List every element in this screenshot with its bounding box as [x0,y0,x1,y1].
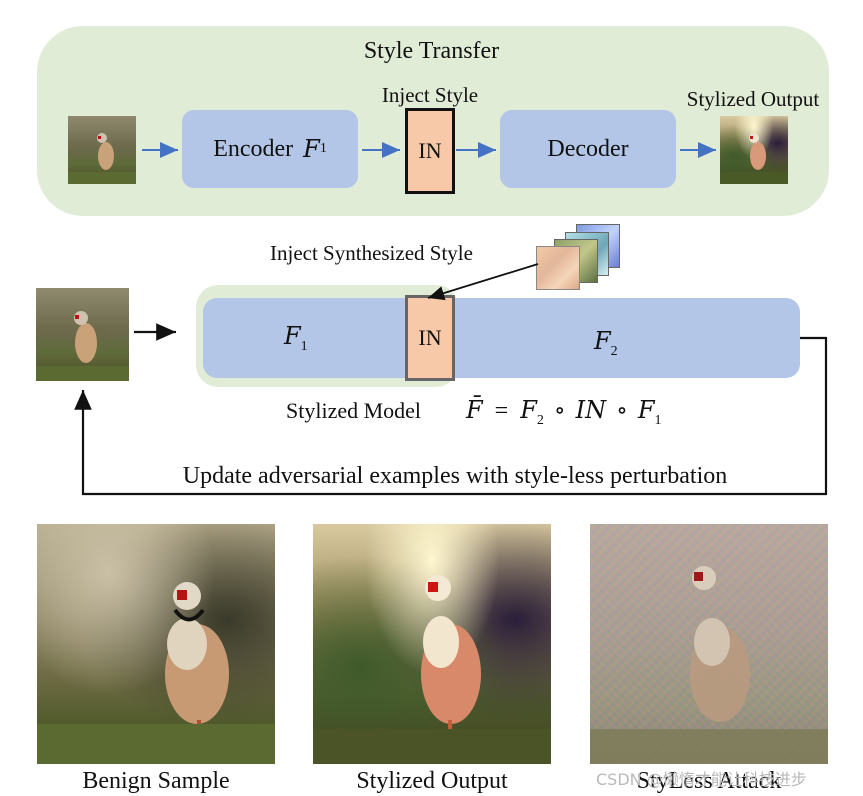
f1-label: F1 [284,322,308,354]
styless-attack-image [590,524,828,764]
bird-benign [37,582,275,764]
encoder-subscript: 1 [319,141,327,156]
formula-f1: F [637,396,655,424]
f2-label: F2 [594,327,618,359]
stylized-output-caption: Stylized Output [356,768,508,794]
in-label: IN [418,138,442,163]
formula-eq: = [494,398,509,424]
styless-attack-caption: StyLess Attack [636,768,782,794]
stylized-model-arrows [74,263,828,496]
texture-card-1 [536,246,580,290]
input-image-thumbnail [68,116,136,184]
bird-attack [590,566,828,764]
inject-style-label: Inject Style [381,83,479,107]
watermark: CSDN @懒惰才能让科技进步 [596,770,807,789]
formula-compose-2: ∘ [616,398,628,424]
bird-figure [68,133,136,184]
in-label-model: IN [418,325,442,350]
style-transfer-arrows [142,142,716,158]
stylized-model-label: Stylized Model [286,398,422,423]
stylized-model-formula: F̄ = F2 ∘ IN ∘ F1 [466,396,662,428]
in-box-style-transfer: IN [405,108,455,194]
bird-figure-stylized [720,133,788,184]
arrow-synth-style-to-in [427,263,539,301]
inject-synthesized-style-label: Inject Synthesized Style [270,241,473,265]
adversarial-input-thumbnail [36,288,129,381]
stylized-output-image [313,524,551,764]
benign-sample-caption: Benign Sample [82,768,230,794]
benign-sample-image [37,524,275,764]
update-adversarial-label: Update adversarial examples with style-l… [182,463,728,489]
decoder-block: Decoder [500,110,676,188]
bird-figure-adv [36,311,129,381]
formula-compose-1: ∘ [553,398,566,424]
feedback-loop-arrow [74,336,828,496]
style-transfer-title: Style Transfer [363,38,500,64]
stylized-model-bar [203,298,800,378]
encoder-label: Encoder [213,135,294,162]
formula-in: IN [575,396,607,424]
stylized-output-thumbnail [720,116,788,184]
decoder-label: Decoder [547,135,629,162]
formula-f2: F [520,396,537,424]
formula-lhs: F̄ [466,396,483,424]
bird-stylized [313,575,551,764]
stylized-output-label: Stylized Output [686,87,820,111]
style-texture-stack [530,222,625,292]
encoder-symbol: F [303,135,320,163]
